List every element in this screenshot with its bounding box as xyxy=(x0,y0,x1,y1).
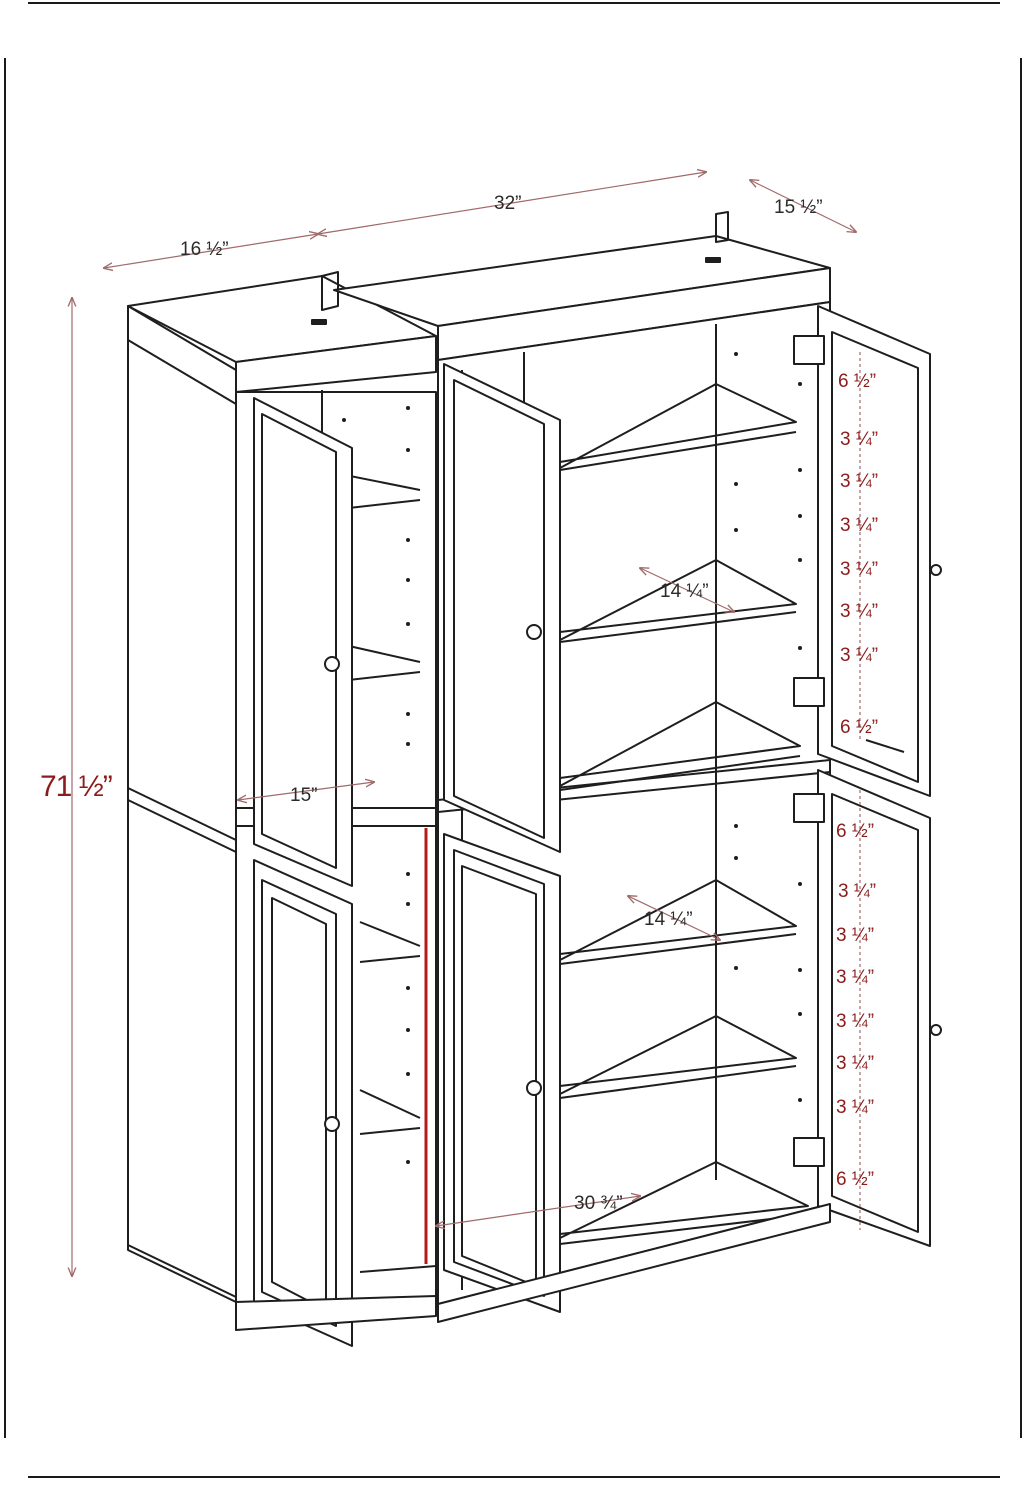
upper-spacing-4: 3 ¼” xyxy=(840,515,879,536)
lower-spacing-6: 3 ¼” xyxy=(836,1053,875,1074)
dim-depth: 15 ½” xyxy=(774,197,823,218)
upper-spacing-7: 3 ¼” xyxy=(840,645,879,666)
lower-spacing-1: 6 ½” xyxy=(836,821,875,842)
right-center-lower-door xyxy=(443,833,561,1313)
upper-spacing-6: 3 ¼” xyxy=(840,601,879,622)
hinge-icon xyxy=(793,335,825,1167)
left-upper-knob xyxy=(324,656,340,672)
right-center-lower-knob xyxy=(526,1080,542,1096)
left-rule xyxy=(4,58,6,1438)
lower-spacing-2: 3 ¼” xyxy=(838,881,877,902)
bottom-rule xyxy=(28,1476,1000,1478)
left-cabinet-side-panel xyxy=(127,305,237,1303)
right-rule xyxy=(1020,58,1022,1438)
right-center-upper-knob xyxy=(526,624,542,640)
shelf-peg-holes xyxy=(342,352,802,1164)
left-lower-knob xyxy=(324,1116,340,1132)
right-cabinet-back-rail xyxy=(715,211,729,243)
lower-spacing-4: 3 ¼” xyxy=(836,967,875,988)
lower-spacing-8: 6 ½” xyxy=(836,1169,875,1190)
upper-spacing-1: 6 ½” xyxy=(838,371,877,392)
dim-cabinet-width: 16 ½” xyxy=(180,239,229,260)
dim-overall-width: 32” xyxy=(494,193,522,214)
dim-shelf-depth-upper: 14 ¼” xyxy=(660,581,709,602)
dim-inner-height-lower: 30 ¾” xyxy=(574,1193,623,1214)
right-upper-door xyxy=(817,305,931,797)
right-lower-knob xyxy=(930,1024,942,1036)
upper-spacing-8: 6 ½” xyxy=(840,717,879,738)
left-cabinet-back-rail xyxy=(321,271,339,311)
right-lower-door xyxy=(817,769,931,1247)
left-lower-door xyxy=(253,859,353,1347)
lower-spacing-5: 3 ¼” xyxy=(836,1011,875,1032)
right-upper-knob xyxy=(930,564,942,576)
right-center-upper-door xyxy=(443,363,561,853)
dim-shelf-depth-lower: 14 ¼” xyxy=(644,909,693,930)
dimension-lines xyxy=(72,172,861,1276)
lower-spacing-3: 3 ¼” xyxy=(836,925,875,946)
top-rule xyxy=(28,2,1000,4)
upper-spacing-3: 3 ¼” xyxy=(840,471,879,492)
dim-height: 71 ½” xyxy=(40,770,113,803)
left-upper-door xyxy=(253,397,353,887)
upper-spacing-2: 3 ¼” xyxy=(840,429,879,450)
dim-inner-width: 15” xyxy=(290,785,318,806)
upper-spacing-5: 3 ¼” xyxy=(840,559,879,580)
lower-spacing-7: 3 ¼” xyxy=(836,1097,875,1118)
